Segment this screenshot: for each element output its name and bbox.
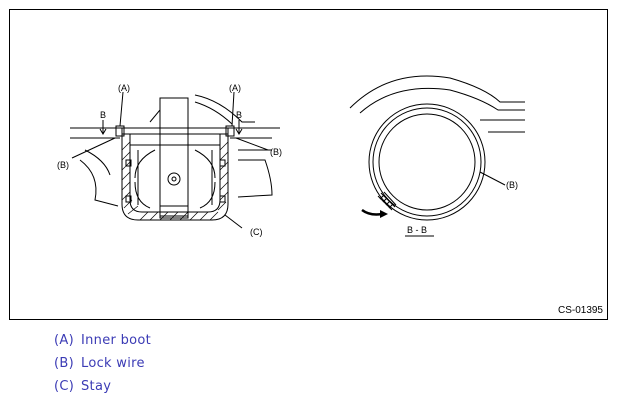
lock-wire-ring-mid — [372, 107, 482, 217]
stay-cup-outer — [121, 128, 229, 221]
lock-wire-right — [225, 125, 235, 137]
stay-cup-inner — [129, 134, 221, 213]
shaft — [159, 97, 189, 219]
legend-text: Stay — [81, 379, 112, 394]
stay-hatch — [121, 141, 229, 221]
lock-wire-twist — [377, 191, 397, 211]
left-boot-upper-right — [194, 94, 255, 123]
figure-frame: (A) (A) (B) (B) (C) B B (B) B - B CS-013… — [9, 9, 608, 320]
legend-code: (C) — [54, 379, 75, 394]
legend-text: Lock wire — [81, 356, 145, 371]
left-boot-outline — [149, 100, 161, 123]
rotation-arrow — [361, 208, 383, 216]
left-body-left — [79, 159, 119, 207]
pin-hole — [167, 172, 181, 186]
label-section-b1: B — [100, 110, 106, 120]
label-left-c: (C) — [250, 227, 263, 237]
label-left-a2: (A) — [229, 83, 241, 93]
legend-item: (C) Stay — [54, 379, 151, 402]
inner-boot-top — [122, 127, 228, 146]
label-right-b: (B) — [506, 180, 518, 190]
legend: (A) Inner boot (B) Lock wire (C) Stay — [54, 333, 151, 402]
section-caption: B - B — [407, 225, 427, 235]
label-section-b2: B — [236, 110, 242, 120]
left-boot-upper-right-inner — [194, 101, 233, 125]
label-left-b1: (B) — [57, 160, 69, 170]
legend-code: (B) — [54, 356, 74, 371]
legend-code: (A) — [54, 333, 74, 348]
figure-id: CS-01395 — [557, 305, 603, 316]
legend-item: (B) Lock wire — [54, 356, 151, 379]
legend-text: Inner boot — [81, 333, 152, 348]
legend-item: (A) Inner boot — [54, 333, 151, 356]
lock-wire-ring-inner — [378, 113, 476, 211]
left-body-left-2 — [84, 149, 111, 176]
lock-wire-ring-outer — [368, 103, 486, 221]
inner-boot-plate — [137, 150, 213, 205]
right-housing-arc — [349, 75, 525, 109]
left-body-right — [237, 159, 273, 198]
label-left-b2: (B) — [270, 147, 282, 157]
assembly-diagram: (A) (A) (B) (B) (C) B B (B) B - B — [57, 75, 525, 237]
label-left-a1: (A) — [118, 83, 130, 93]
